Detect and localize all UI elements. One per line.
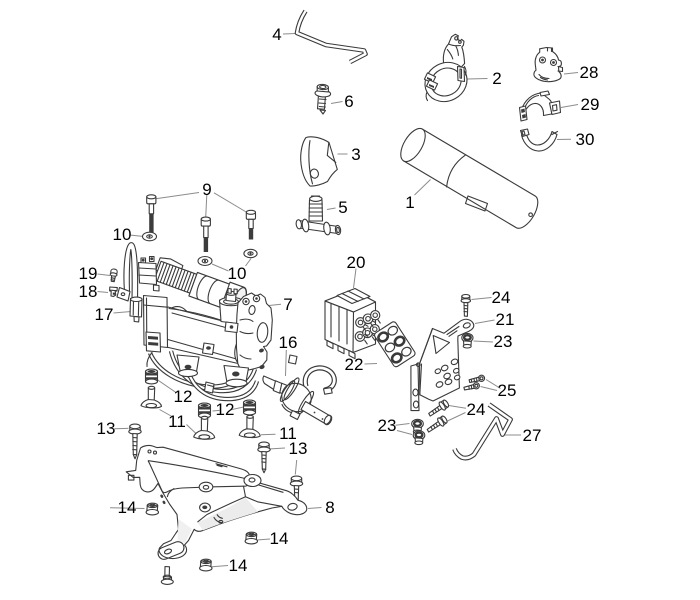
svg-text:3: 3 bbox=[351, 145, 360, 164]
svg-text:2: 2 bbox=[492, 69, 501, 88]
svg-text:24: 24 bbox=[492, 288, 511, 307]
svg-text:18: 18 bbox=[79, 282, 98, 301]
svg-text:5: 5 bbox=[338, 198, 347, 217]
svg-text:8: 8 bbox=[325, 498, 334, 517]
svg-text:14: 14 bbox=[229, 556, 248, 575]
svg-text:10: 10 bbox=[228, 264, 247, 283]
svg-text:19: 19 bbox=[79, 264, 98, 283]
svg-text:12: 12 bbox=[174, 387, 193, 406]
svg-text:27: 27 bbox=[523, 426, 542, 445]
svg-text:12: 12 bbox=[216, 400, 235, 419]
svg-text:22: 22 bbox=[345, 355, 364, 374]
svg-text:13: 13 bbox=[97, 419, 116, 438]
svg-text:14: 14 bbox=[118, 498, 137, 517]
svg-text:6: 6 bbox=[344, 92, 353, 111]
svg-text:25: 25 bbox=[498, 381, 517, 400]
svg-text:11: 11 bbox=[279, 424, 297, 443]
svg-text:10: 10 bbox=[113, 225, 132, 244]
svg-text:28: 28 bbox=[580, 63, 599, 82]
svg-text:4: 4 bbox=[272, 25, 281, 44]
svg-text:17: 17 bbox=[95, 305, 114, 324]
svg-text:20: 20 bbox=[347, 253, 366, 272]
svg-text:21: 21 bbox=[496, 310, 515, 329]
svg-text:13: 13 bbox=[289, 439, 308, 458]
svg-text:1: 1 bbox=[405, 193, 414, 212]
svg-text:30: 30 bbox=[576, 130, 595, 149]
svg-text:14: 14 bbox=[270, 529, 289, 548]
svg-text:7: 7 bbox=[283, 295, 292, 314]
svg-text:16: 16 bbox=[279, 333, 298, 352]
svg-text:29: 29 bbox=[581, 95, 600, 114]
svg-text:23: 23 bbox=[378, 416, 397, 435]
svg-text:9: 9 bbox=[202, 180, 211, 199]
svg-text:11: 11 bbox=[168, 412, 186, 431]
svg-text:23: 23 bbox=[494, 332, 513, 351]
svg-text:24: 24 bbox=[467, 400, 486, 419]
